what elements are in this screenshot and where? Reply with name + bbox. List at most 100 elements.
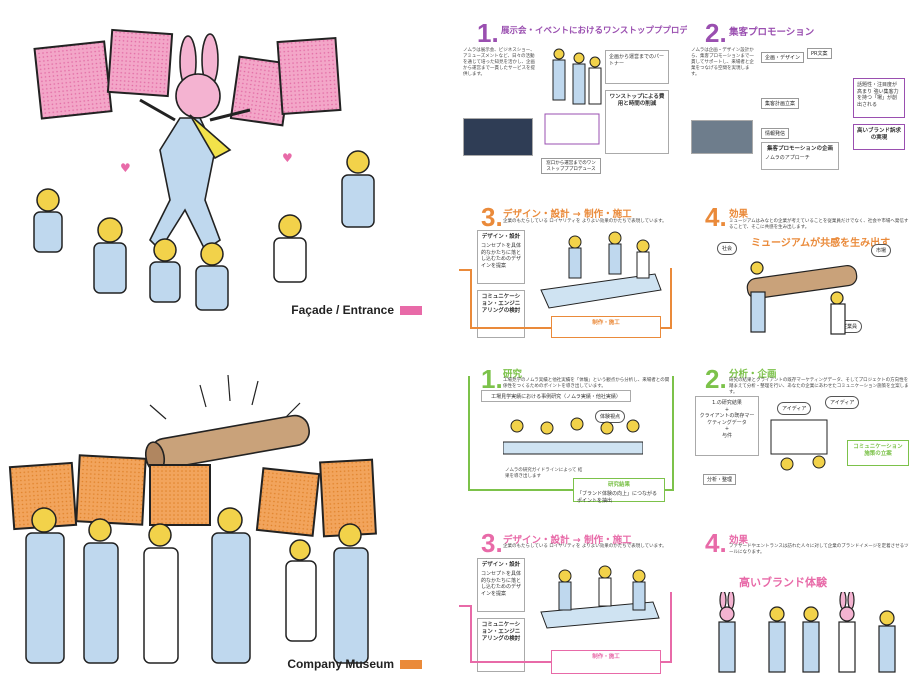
rabbit-man: [139, 33, 251, 252]
poster-facade-illustration: ♥ ♥: [33, 28, 375, 311]
panel-promotion: 2. 集客プロモーション ノムラは企画・デザイン設計から、集客プロモーションまで…: [687, 8, 915, 176]
analysis-illustration: [770, 419, 828, 471]
heart-icon: ♥: [282, 151, 293, 165]
design-box: デザイン・設計 コンセプトを具体的なかたちに落とし込むためのデザインを提案: [477, 558, 525, 612]
build-box-title: 制作・施工: [592, 654, 620, 660]
heart-icon: ♥: [120, 161, 131, 175]
panel-analysis: 2. 分析・企画 研究の結果とクライアントの既存マーケティングデータ、そしてプロ…: [687, 356, 915, 516]
research-caption: ノムラの研究ガイドラインによって 結果を導き出します: [505, 468, 583, 480]
input-item: 与件: [721, 432, 732, 439]
poster-caption-facade: Façade / Entrance: [291, 303, 422, 317]
step-title: 展示会・イベントにおけるワンストップププロデュース: [501, 26, 713, 36]
step-title: デザイン・設計 → 制作・施工: [503, 535, 632, 546]
flow-arrow: [459, 268, 672, 329]
photo-thumb: [463, 118, 533, 156]
step-description: 企業のもたらしている ロイヤリティを よりよい効果のかたちで表現しています。: [503, 544, 667, 549]
step-number: 2.: [705, 364, 727, 394]
panel-effect-1: 4. 効果 ミュージアムはみなとの企業が考えていることを従業員だけでなく、社会や…: [687, 190, 915, 340]
cost-box: ワンストップによる費用と時間の削減: [605, 90, 669, 154]
caption-swatch: [400, 659, 422, 669]
idea-bubble: アイディア: [777, 402, 812, 415]
effect-illustration: [746, 261, 858, 335]
label-plan: 集客計画立案: [761, 98, 800, 109]
caption-swatch: [400, 305, 422, 315]
step-number: 3.: [481, 528, 503, 558]
step-title: 効果: [729, 209, 749, 220]
research-result-text: 「ブランド体験の向上」につながるポイントを抽出: [577, 491, 658, 504]
design-illustration: [540, 565, 660, 629]
label-market: 市場: [871, 244, 892, 257]
panel-effect-2: 4. 効果 ファサードやエントランスは訪れた人々に対して企業のブランドイメージを…: [687, 522, 915, 686]
build-box: 制作・施工: [551, 316, 661, 338]
result-box-1-text: 話題性・注目度が高まり 強い集客力を持つ「場」が創出される: [857, 82, 899, 108]
label-society: 社会: [717, 242, 738, 255]
design-illustration: [540, 231, 662, 309]
research-result-title: 研究結果: [607, 482, 630, 488]
step-title: デザイン・設計 → 制作・施工: [503, 209, 632, 220]
poster-caption-museum: Company Museum: [287, 657, 422, 671]
crowd-bottom: [25, 507, 369, 664]
step-number: 1.: [481, 364, 503, 394]
design-box-title: デザイン・設計: [481, 234, 521, 240]
step-title: 効果: [729, 535, 749, 546]
cost-box-title: ワンストップによる費用と時間の削減: [609, 94, 665, 108]
label-planning: 企画・デザイン: [761, 52, 805, 63]
build-box: 制作・施工: [551, 650, 661, 674]
comm-box-title: コミュニケーション・エンジニアリングの検討: [481, 622, 521, 643]
step-description: 工場見学のノムラ実績と他社実績を「体験」という観点から分析し、来場者との関係性を…: [503, 378, 670, 390]
promo-approach-title: 集客プロモーションの企画: [767, 146, 833, 152]
step-description: 研究の結果とクライアントの既存マーケティングデータ、そしてプロジェクトの方向性を…: [729, 378, 909, 396]
design-box-text: コンセプトを具体的なかたちに落とし込むためのデザインを提案: [481, 571, 522, 597]
result-box-2: 高いブランド訴求の実現: [853, 124, 905, 150]
input-item: クライアントの既存マーケティングデータ: [699, 413, 755, 426]
research-result-box: 研究結果 「ブランド体験の向上」につながるポイントを抽出: [573, 478, 665, 504]
step-description: ノムラは展示会、ビジネスショー、アミューズメントなど、日々の活動を通じて培った知…: [463, 48, 535, 78]
research-top-box: 工場見学実績における事例研究（ノムラ実績・他社実績）: [481, 390, 631, 402]
label-pr: PR文案: [807, 48, 832, 59]
design-box-text: コンセプトを具体的なかたちに落とし込むためのデザインを提案: [481, 243, 522, 269]
design-box: デザイン・設計 コンセプトを具体的なかたちに落とし込むためのデザインを提案: [477, 230, 525, 284]
analysis-label: 分析・整理: [703, 474, 737, 485]
input-plus: +: [724, 406, 730, 413]
photo-thumb: [691, 120, 753, 154]
step-number: 1.: [477, 18, 499, 48]
panel-oneshop: 1. 展示会・イベントにおけるワンストップププロデュース ノムラは展示会、ビジネ…: [455, 8, 713, 176]
step-description: ミュージアムはみなとの企業が考えていることを従業員だけでなく、社会や市場へ発信す…: [729, 219, 909, 231]
research-illustration: [503, 417, 643, 455]
facade-title-shapes: [33, 28, 342, 127]
step-number: 2.: [705, 18, 727, 48]
result-box: コミュニケーション施策の立案: [847, 440, 909, 466]
step-number: 4.: [705, 528, 727, 558]
step-number: 4.: [705, 202, 727, 232]
label-info: 情報発信: [761, 128, 790, 139]
museum-title-shapes: [8, 454, 377, 538]
sparkle-lines: [149, 374, 301, 420]
partner-box: 企画から運営までのパートナー: [605, 50, 669, 84]
input-plus: +: [724, 426, 730, 432]
poster-facade: ♥ ♥ Façade / Entrance: [0, 0, 440, 342]
promo-approach-box: 集客プロモーションの企画 ノムラのアプローチ: [761, 142, 839, 170]
panel-design-1: 3. デザイン・設計 → 制作・施工 企業のもたらしている ロイヤリティを より…: [455, 190, 677, 340]
input-item: 1.の研究結果: [712, 400, 742, 406]
effect-banner: ミュージアムが共感を生み出す: [751, 238, 891, 249]
poster-museum-illustration: [8, 374, 377, 664]
inputs-box: 1.の研究結果 + クライアントの既存マーケティングデータ + 与件: [695, 396, 759, 456]
comm-box: コミュニケーション・エンジニアリングの検討: [477, 290, 525, 338]
step-title: 分析・企画: [729, 369, 777, 380]
step-description: ノムラは企画・デザイン設計から、集客プロモーションまで一貫してサポートし、来場者…: [691, 48, 754, 78]
flow-arrow: [459, 592, 672, 663]
build-box-title: 制作・施工: [592, 320, 620, 326]
idea-bubble: アイディア: [825, 396, 860, 409]
step-title: 研究: [503, 369, 523, 380]
step-title: 集客プロモーション: [729, 27, 815, 38]
caption-text: Façade / Entrance: [291, 303, 394, 317]
panel-design-2: 3. デザイン・設計 → 制作・施工 企業のもたらしている ロイヤリティを より…: [455, 522, 677, 686]
result-box-text: コミュニケーション施策の立案: [853, 444, 903, 458]
partner-box-text: 企画から運営までのパートナー: [609, 54, 665, 67]
crowd-top: [33, 150, 375, 311]
step-description: 企業のもたらしている ロイヤリティを よりよい効果のかたちで表現しています。: [503, 219, 667, 224]
result-box-2-text: 高いブランド訴求の実現: [857, 128, 902, 142]
effect-banner: 高いブランド体験: [739, 577, 827, 589]
poster-museum: Company Museum: [0, 345, 440, 690]
oneshop-label: 窓口から運営までのワンストップププロデュース: [541, 158, 601, 174]
